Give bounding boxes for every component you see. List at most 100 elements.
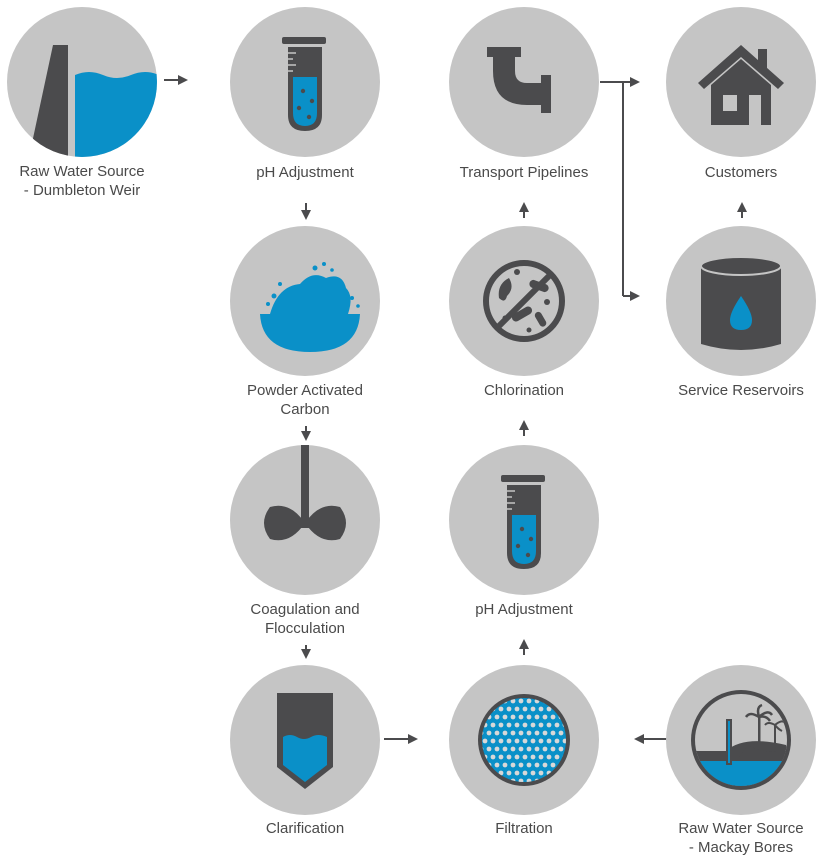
filter-hole	[542, 762, 548, 768]
arrow-pipes-branch	[600, 81, 624, 296]
label-reservoirs: Service Reservoirs	[678, 382, 804, 399]
filter-hole	[506, 738, 512, 744]
filter-hole	[510, 714, 516, 720]
filter-hole	[494, 714, 500, 720]
pipe-elbow-icon	[449, 7, 599, 157]
filter-hole	[506, 754, 512, 760]
node-filtration	[449, 665, 599, 815]
node-raw-weir	[7, 7, 157, 157]
filter-hole	[498, 754, 504, 760]
filter-hole	[498, 722, 504, 728]
node-chlorination	[449, 226, 599, 376]
filter-hole	[494, 762, 500, 768]
filter-hole	[522, 706, 528, 712]
weir-dam-icon	[7, 7, 157, 157]
label-ph1: pH Adjustment	[256, 164, 354, 181]
label-ph2: pH Adjustment	[475, 601, 573, 618]
filter-hole	[538, 706, 544, 712]
clarifier-tank-icon	[230, 665, 380, 815]
filter-hole	[538, 770, 544, 776]
filter-hole	[530, 754, 536, 760]
filter-hole	[522, 770, 528, 776]
filter-hole	[518, 746, 524, 752]
filter-hole	[510, 730, 516, 736]
filter-hole	[490, 722, 496, 728]
filter-hole	[506, 706, 512, 712]
activated-carbon-bowl-icon	[230, 226, 380, 376]
bore-island-icon	[666, 665, 816, 815]
filter-hole	[518, 778, 524, 782]
filter-hole	[546, 722, 552, 728]
filter-hole	[538, 738, 544, 744]
label-chlorination: Chlorination	[483, 382, 565, 399]
filter-hole	[542, 730, 548, 736]
filter-hole	[498, 770, 504, 776]
filter-hole	[498, 738, 504, 744]
filter-hole	[558, 730, 564, 736]
filter-hole	[550, 762, 556, 768]
label-customers: Customers	[704, 164, 778, 181]
filter-hole	[538, 722, 544, 728]
filter-hole	[506, 770, 512, 776]
node-ph1	[230, 7, 380, 157]
node-coag	[230, 445, 380, 595]
filter-hole	[526, 746, 532, 752]
filter-hole	[562, 738, 566, 744]
filter-hole	[546, 706, 552, 712]
filter-hole	[522, 754, 528, 760]
node-pac	[230, 226, 380, 376]
label-raw-bores: Raw Water Source- Mackay Bores	[678, 820, 804, 856]
filter-hole	[514, 770, 520, 776]
mixer-paddle-icon	[230, 445, 380, 595]
filter-hole	[518, 730, 524, 736]
filter-hole	[482, 738, 488, 744]
filter-hole	[546, 738, 552, 744]
filter-hole	[558, 746, 564, 752]
test-tube-icon	[449, 445, 599, 595]
label-clarification: Clarification	[265, 820, 345, 837]
test-tube-icon	[230, 7, 380, 157]
node-ph2	[449, 445, 599, 595]
node-pipelines	[449, 7, 599, 157]
filter-hole	[502, 714, 508, 720]
filter-hole	[550, 714, 556, 720]
filter-hole	[554, 754, 560, 760]
filter-hole	[518, 762, 524, 768]
filter-hole	[514, 722, 520, 728]
filter-hole	[526, 762, 532, 768]
filter-hole	[494, 746, 500, 752]
filter-hole	[506, 722, 512, 728]
filter-hole	[546, 754, 552, 760]
filter-hole	[542, 746, 548, 752]
filter-hole	[534, 730, 540, 736]
filter-screen-icon	[449, 665, 599, 815]
filter-hole	[554, 722, 560, 728]
node-raw-bores	[666, 665, 816, 815]
no-bacteria-icon	[449, 226, 599, 376]
filter-hole	[530, 722, 536, 728]
filter-hole	[538, 754, 544, 760]
filter-hole	[502, 746, 508, 752]
filter-hole	[514, 738, 520, 744]
filter-hole	[534, 746, 540, 752]
filter-hole	[486, 746, 492, 752]
filter-hole	[530, 770, 536, 776]
filter-hole	[526, 714, 532, 720]
filter-hole	[490, 738, 496, 744]
filter-hole	[530, 738, 536, 744]
filter-hole	[514, 754, 520, 760]
filter-hole	[510, 762, 516, 768]
label-raw-weir: Raw Water Source- Dumbleton Weir	[19, 163, 145, 199]
filter-hole	[486, 730, 492, 736]
filter-hole	[530, 706, 536, 712]
node-reservoirs	[666, 226, 816, 376]
filter-hole	[526, 778, 532, 782]
filter-hole	[550, 746, 556, 752]
filter-hole	[518, 714, 524, 720]
label-filtration: Filtration	[495, 820, 553, 837]
filter-hole	[510, 746, 516, 752]
filter-hole	[526, 730, 532, 736]
filter-hole	[518, 698, 524, 704]
